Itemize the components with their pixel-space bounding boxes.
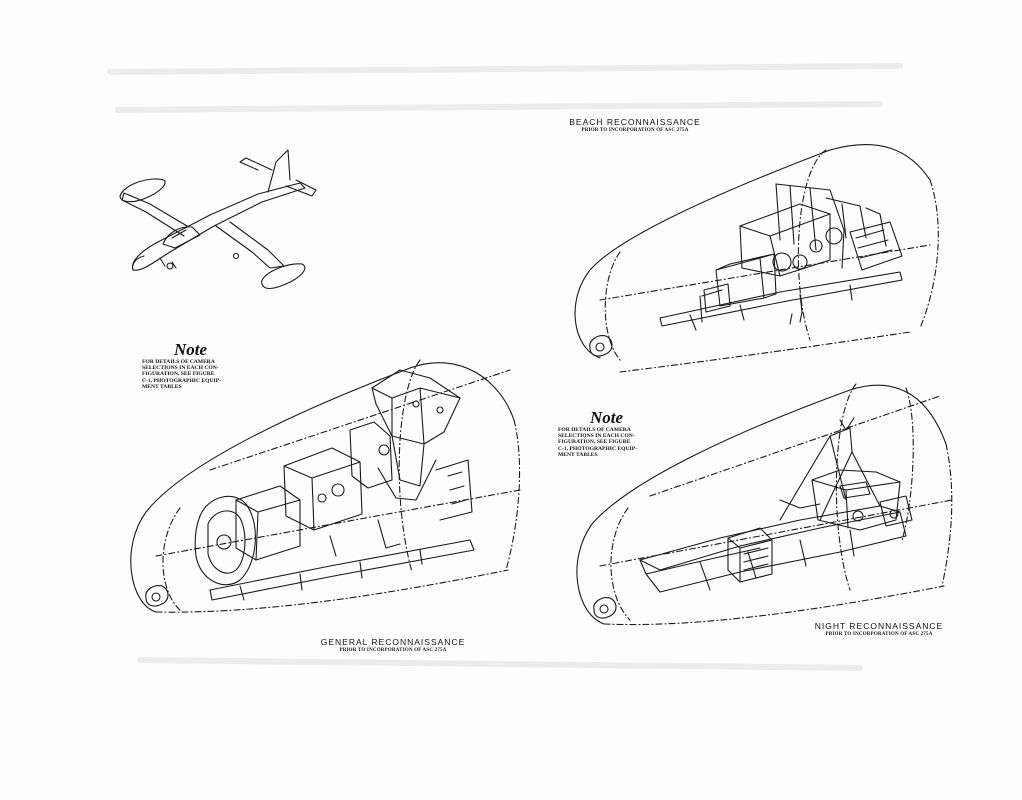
night-recon-caption: NIGHT RECONNAISSANCE PRIOR TO INCORPORAT… (806, 621, 952, 638)
note-line: FIGURATION, SEE FIGURE (142, 371, 215, 378)
note-heading: Note (174, 340, 208, 359)
note-heading: Note (590, 408, 624, 427)
note-line: MENT TABLES (558, 451, 598, 458)
scan-ghost-marks (107, 63, 903, 671)
note-line: FIGURATION, SEE FIGURE (558, 439, 631, 446)
general-recon-nose-section (130, 359, 521, 613)
beach-recon-caption: BEACH RECONNAISSANCE PRIOR TO INCORPORAT… (560, 117, 710, 134)
note-line: SELECTIONS IN EACH CON- (142, 365, 219, 372)
beach-recon-title: BEACH RECONNAISSANCE (569, 117, 701, 127)
note-line: C-1, PHOTOGRAPHIC EQUIP- (142, 377, 221, 384)
camera-note-right: Note FOR DETAILS OF CAMERA SELECTIONS IN… (558, 409, 658, 458)
note-line: MENT TABLES (142, 383, 182, 390)
note-line: FOR DETAILS OF CAMERA (142, 359, 215, 365)
camera-note-left: Note FOR DETAILS OF CAMERA SELECTIONS IN… (142, 341, 242, 390)
night-recon-nose-section (576, 383, 953, 626)
general-recon-title: GENERAL RECONNAISSANCE (320, 637, 466, 647)
night-recon-subtitle: PRIOR TO INCORPORATION OF ASC 275A (825, 632, 933, 637)
general-recon-subtitle: PRIOR TO INCORPORATION OF ASC 275A (339, 648, 447, 653)
note-line: SELECTIONS IN EACH CON- (558, 433, 635, 440)
night-recon-title: NIGHT RECONNAISSANCE (814, 621, 944, 631)
beach-recon-subtitle: PRIOR TO INCORPORATION OF ASC 275A (581, 128, 689, 133)
note-line: FOR DETAILS OF CAMERA (558, 427, 631, 433)
note-text: FOR DETAILS OF CAMERA SELECTIONS IN EACH… (142, 359, 242, 390)
general-recon-caption: GENERAL RECONNAISSANCE PRIOR TO INCORPOR… (315, 637, 471, 654)
aircraft-overview-drawing (119, 149, 317, 290)
note-text: FOR DETAILS OF CAMERA SELECTIONS IN EACH… (558, 427, 658, 458)
note-line: C-1, PHOTOGRAPHIC EQUIP- (558, 445, 637, 452)
beach-recon-nose-section (574, 144, 939, 373)
